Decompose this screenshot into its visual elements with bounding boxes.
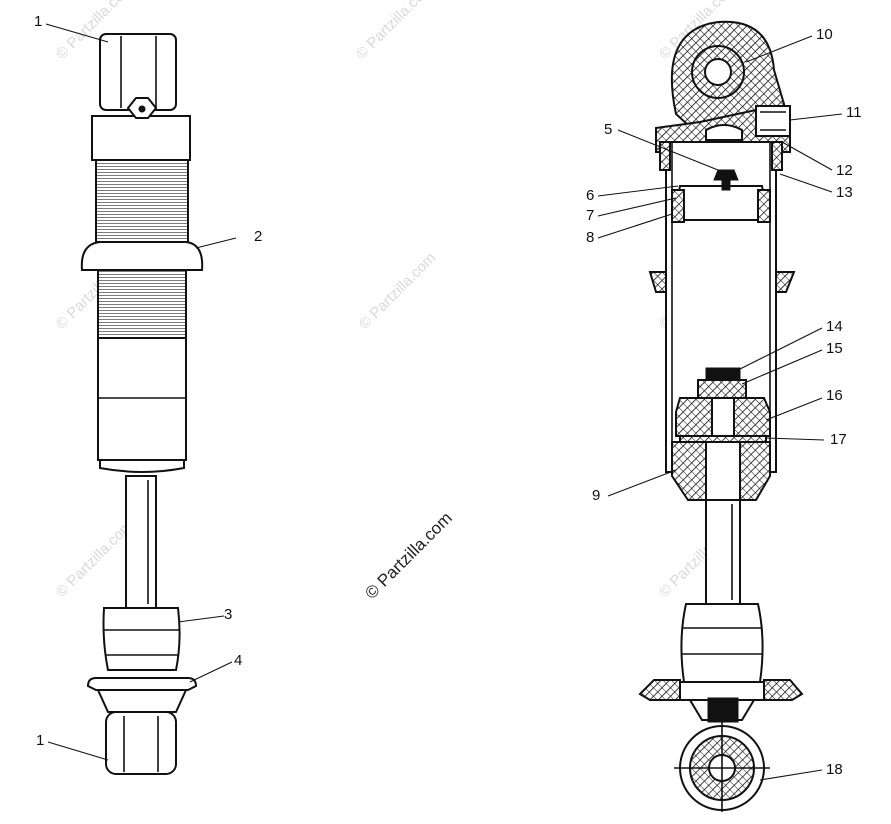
floating-piston — [672, 185, 770, 221]
callout-4: 4 — [234, 652, 242, 669]
callout-3: 3 — [224, 606, 232, 623]
callout-16: 16 — [826, 387, 843, 404]
shock-body — [97, 337, 187, 461]
watermark-text: © Partzilla.com — [53, 517, 136, 600]
adjuster-collar — [80, 241, 204, 271]
threaded-body-upper — [95, 159, 189, 243]
callout-1-top: 1 — [34, 13, 42, 30]
bumper — [102, 607, 181, 671]
bottom-eye-mount — [105, 711, 177, 775]
callout-2: 2 — [254, 228, 262, 245]
reservoir-valve — [755, 105, 791, 137]
callout-18: 18 — [826, 761, 843, 778]
callout-15: 15 — [826, 340, 843, 357]
shock-section-view — [638, 20, 804, 812]
threaded-body-lower — [97, 269, 187, 339]
piston-shaft — [125, 475, 157, 609]
callout-13: 13 — [836, 184, 853, 201]
watermark-main: © Partzilla.com — [361, 508, 455, 602]
shock-exterior-view — [80, 33, 204, 775]
watermark-text: © Partzilla.com — [353, 0, 436, 63]
callout-labels: 1 2 3 4 1 10 11 12 13 5 6 7 8 14 15 16 1… — [34, 13, 862, 778]
section-shaft — [705, 499, 741, 605]
piston-washers — [697, 379, 747, 399]
callout-17: 17 — [830, 431, 847, 448]
leader-lines — [45, 23, 843, 781]
callout-11: 11 — [846, 104, 862, 121]
callout-10: 10 — [816, 26, 833, 43]
section-spring-seat — [638, 679, 681, 701]
spring-seat — [86, 677, 198, 691]
section-bumper — [680, 603, 764, 683]
callout-1-bottom: 1 — [36, 732, 44, 749]
callout-7: 7 — [586, 207, 594, 224]
watermark-text: © Partzilla.com — [356, 249, 439, 332]
top-cap — [91, 115, 191, 161]
callout-9: 9 — [592, 487, 600, 504]
callout-6: 6 — [586, 187, 594, 204]
callout-8: 8 — [586, 229, 594, 246]
callout-12: 12 — [836, 162, 853, 179]
callout-5: 5 — [604, 121, 612, 138]
callout-14: 14 — [826, 318, 843, 335]
